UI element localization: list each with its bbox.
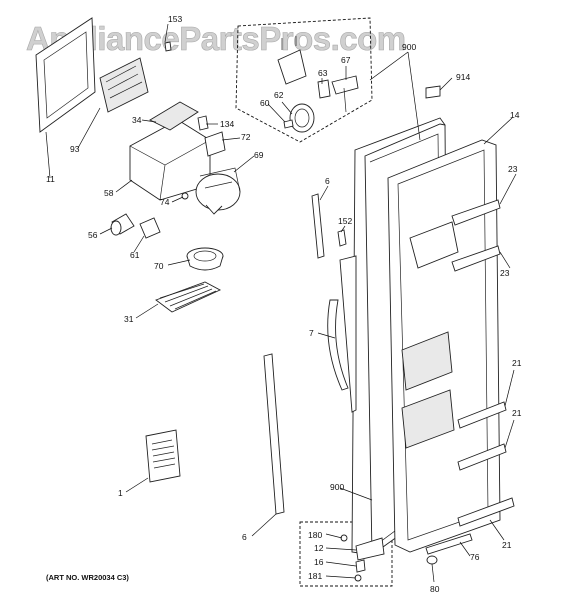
part-63-clip[interactable]	[317, 79, 331, 99]
callout-21-a: 21	[512, 358, 522, 368]
callout-labels: 153 900 914 67 63 62 60 14 11 93 34 134 …	[46, 14, 522, 594]
callout-23-lower: 23	[500, 268, 510, 278]
callout-61: 61	[130, 250, 140, 260]
callout-72: 72	[241, 132, 251, 142]
part-23-rail-upper[interactable]	[451, 199, 501, 226]
callout-16: 16	[314, 557, 324, 567]
part-62-ring[interactable]	[289, 103, 315, 133]
part-58-dispenser-housing[interactable]	[129, 101, 211, 201]
callout-67: 67	[341, 55, 351, 65]
callout-134: 134	[220, 119, 234, 129]
part-74-screw[interactable]	[181, 192, 189, 200]
callout-153: 153	[168, 14, 182, 24]
part-11-frame[interactable]	[35, 17, 96, 133]
callout-80: 80	[430, 584, 440, 594]
callout-7: 7	[309, 328, 314, 338]
callout-12: 12	[314, 543, 324, 553]
door-bin-top[interactable]	[409, 221, 459, 269]
part-21-rail-c[interactable]	[457, 497, 515, 527]
callout-6-bottom: 6	[242, 532, 247, 542]
callout-56: 56	[88, 230, 98, 240]
part-60-screw[interactable]	[283, 119, 294, 129]
part-61-switch[interactable]	[139, 217, 161, 239]
part-153-screw[interactable]	[164, 41, 172, 52]
callout-70: 70	[154, 261, 164, 271]
door-bin-low[interactable]	[401, 389, 455, 449]
callout-180: 180	[308, 530, 322, 540]
part-31-drip-tray[interactable]	[155, 281, 222, 313]
door-bin-mid[interactable]	[401, 331, 453, 391]
part-6-strip-top[interactable]	[311, 193, 325, 259]
callout-62: 62	[274, 90, 284, 100]
part-7-trim-strip[interactable]	[339, 255, 357, 413]
part-76-pin[interactable]	[425, 533, 473, 555]
part-93-control-board[interactable]	[99, 57, 149, 113]
callout-93: 93	[70, 144, 80, 154]
part-21-rail-b[interactable]	[457, 443, 507, 471]
part-23-rail-lower[interactable]	[451, 245, 501, 272]
callout-900-top: 900	[402, 42, 416, 52]
part-7-handle[interactable]	[327, 299, 349, 391]
callout-1: 1	[118, 488, 123, 498]
part-69-motor[interactable]	[195, 167, 241, 215]
part-152-screw[interactable]	[337, 229, 347, 247]
callout-21-b: 21	[512, 408, 522, 418]
art-number: (ART NO. WR20034 C3)	[46, 573, 129, 582]
callout-6-top: 6	[325, 176, 330, 186]
callout-900-bottom: 900	[330, 482, 344, 492]
callout-914: 914	[456, 72, 470, 82]
callout-152: 152	[338, 216, 352, 226]
part-21-rail-a[interactable]	[457, 401, 507, 429]
callout-74: 74	[160, 197, 170, 207]
part-900-switch-assembly[interactable]	[277, 36, 307, 85]
callout-34: 34	[132, 115, 142, 125]
callout-63: 63	[318, 68, 328, 78]
callout-31: 31	[124, 314, 134, 324]
callout-181: 181	[308, 571, 322, 581]
leader-lines	[45, 23, 517, 583]
part-70-cup[interactable]	[186, 247, 224, 271]
callout-21-c: 21	[502, 540, 512, 550]
callout-58: 58	[104, 188, 114, 198]
dispenser-group-outline	[235, 17, 373, 143]
part-80-bushing[interactable]	[426, 555, 438, 565]
callout-23-upper: 23	[508, 164, 518, 174]
callout-11: 11	[46, 174, 55, 184]
part-914-cap[interactable]	[425, 85, 441, 99]
part-67-bracket[interactable]	[331, 75, 359, 113]
part-72-bracket[interactable]	[204, 131, 226, 157]
callout-14: 14	[510, 110, 520, 120]
part-12-hinge[interactable]	[355, 537, 385, 561]
callout-76: 76	[470, 552, 480, 562]
callout-60: 60	[260, 98, 270, 108]
part-1-manual[interactable]	[145, 429, 181, 483]
callout-69: 69	[254, 150, 264, 160]
part-6-strip-bottom[interactable]	[263, 353, 285, 515]
part-134-clip[interactable]	[197, 115, 209, 131]
part-56-valve[interactable]	[110, 213, 135, 236]
part-16-washer[interactable]	[355, 559, 366, 573]
